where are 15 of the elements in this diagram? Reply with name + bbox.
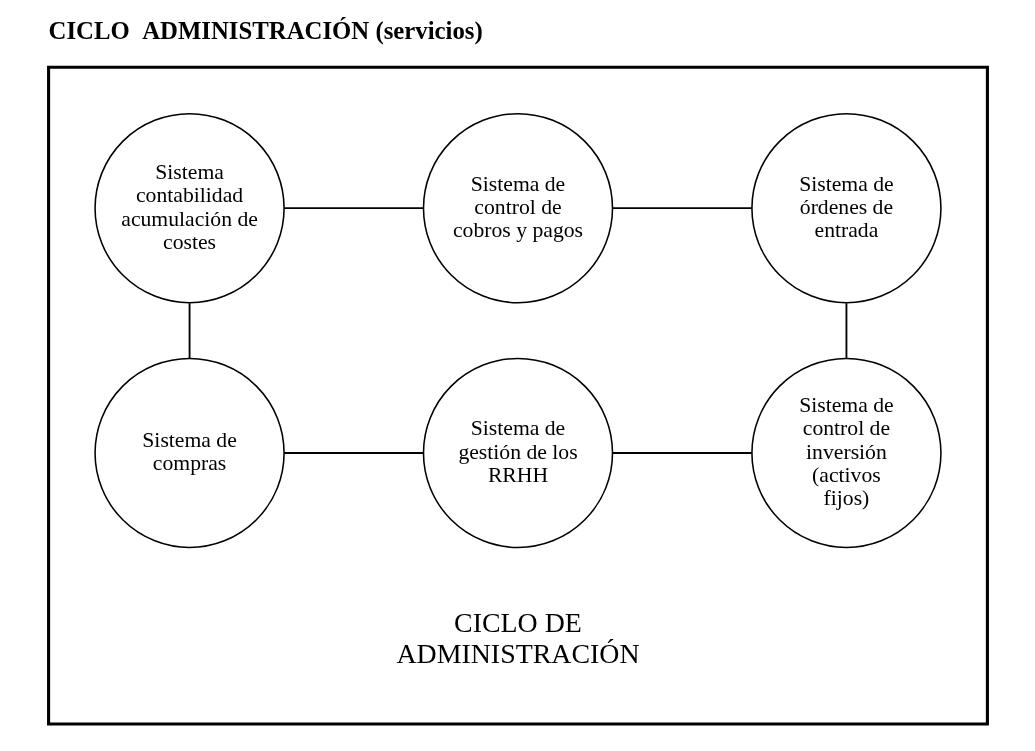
connector — [188, 302, 190, 360]
node-circle: Sistema contabilidad acumulación de costes — [93, 112, 285, 304]
diagram-title: CICLO ADMINISTRACIÓN (servicios) — [48, 17, 483, 45]
node-circle: Sistema de órdenes de entrada — [750, 112, 942, 304]
node-circle: Sistema de gestión de los RRHH — [422, 357, 613, 549]
label: CICLO DE ADMINISTRACIÓN — [395, 606, 640, 669]
node-circle: Sistema de control de cobros y pagos — [422, 112, 613, 304]
node-circle: Sistema de control de inversión (activos fijos) — [750, 357, 942, 549]
connector — [611, 207, 753, 210]
cluster — [46, 65, 989, 726]
connector — [611, 452, 753, 454]
connector — [845, 302, 847, 360]
connector — [282, 207, 424, 210]
node-circle: Sistema de compras — [93, 357, 285, 549]
connector — [282, 452, 424, 454]
